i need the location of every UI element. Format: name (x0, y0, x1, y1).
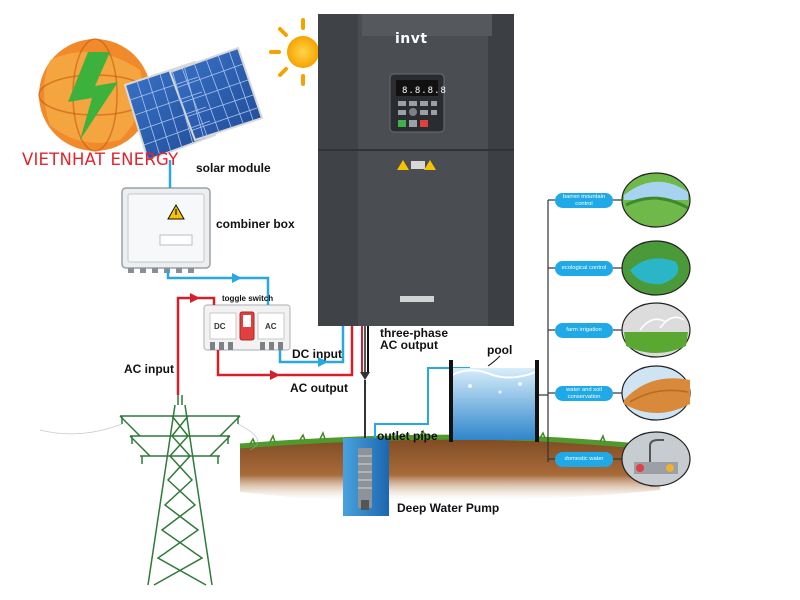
toggle-switch-icon (203, 304, 291, 351)
ac-input-cable (176, 293, 216, 395)
outlet-pipe (374, 367, 470, 438)
inverter-display: 8.8.8.8 (402, 86, 447, 96)
switch-dc-tag: DC (214, 322, 226, 331)
ac-input-label: AC input (124, 362, 174, 376)
three-phase-label-line1: three-phase (380, 326, 449, 340)
three-phase-label-line2: AC output (380, 338, 438, 352)
sprinkler-field-icon (621, 302, 691, 358)
app-domestic-water: domestic water (555, 452, 613, 467)
deep-water-pump-icon (343, 438, 389, 516)
solar-module-label: solar module (196, 161, 271, 175)
dc-input-label: DC input (292, 347, 342, 361)
solar-module-icon (123, 46, 264, 162)
outlet-pipe-label: outlet pipe (377, 429, 438, 443)
distribution-lines (539, 199, 622, 462)
deep-water-pump-label: Deep Water Pump (397, 501, 500, 515)
combiner-box-icon (121, 187, 211, 273)
ac-output-cable (216, 326, 354, 380)
ac-output-label: AC output (290, 381, 348, 395)
switch-ac-tag: AC (265, 322, 277, 331)
combiner-box-label: combiner box (216, 217, 295, 231)
app-water-and-soil-conservation: water and soil conservation (555, 386, 613, 401)
hillside-terrace-icon (621, 365, 691, 421)
app-barren-mountain-control: barren mountain control (555, 193, 613, 208)
vietnhat-globe-logo-icon (38, 38, 152, 152)
dc-cable-combiner-to-switch (166, 270, 270, 305)
pool-icon (449, 360, 539, 442)
three-phase-output-cable (360, 326, 370, 440)
toggle-switch-label: toggle switch (222, 294, 274, 303)
app-ecological-control: ecological control (555, 261, 613, 276)
dc-cable-switch-to-inverter (278, 326, 345, 367)
app-farm-irrigation: farm irrigation (555, 323, 613, 338)
invt-inverter-icon (318, 14, 514, 326)
transmission-tower-icon (39, 395, 259, 586)
mountain-greenery-icon (621, 172, 691, 228)
lake-ecology-icon (621, 240, 691, 296)
inverter-logo: invt (395, 31, 428, 47)
brand-name: VIETNHAT ENERGY (22, 150, 179, 169)
kitchen-faucet-icon (621, 431, 691, 487)
pool-label: pool (487, 343, 513, 357)
